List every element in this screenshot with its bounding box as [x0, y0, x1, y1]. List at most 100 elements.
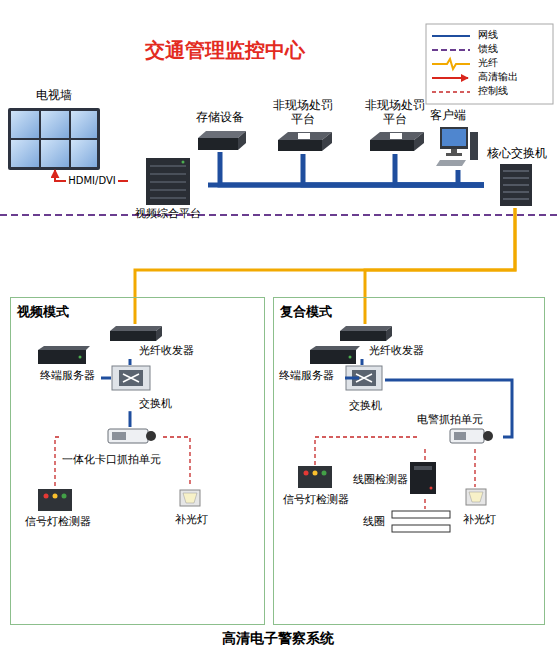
tv-wall-icon — [8, 108, 100, 170]
transceiver-icon — [340, 326, 392, 331]
transceiver-icon — [156, 326, 162, 341]
cabinet-icon — [150, 174, 186, 175]
bus-connector — [303, 154, 484, 185]
server-icon — [349, 356, 352, 359]
node-label: 存储设备 — [196, 110, 244, 124]
ctrl-connector — [424, 449, 425, 461]
lamp-icon — [469, 492, 483, 502]
tv-wall-icon — [11, 140, 39, 167]
node-label: 电警抓拍单元 — [417, 413, 483, 426]
mode-panel: 复合模式光纤收发器终端服务器交换机电警抓拍单元线圈检测器信号灯检测器补光灯线圈 — [273, 297, 545, 625]
storage-device: 存储设备 — [192, 110, 248, 152]
mode-panel: 视频模式光纤收发器终端服务器交换机一体化卡口抓拍单元信号灯检测器补光灯 — [10, 297, 265, 625]
connectors — [55, 152, 515, 509]
fiber-connector — [365, 208, 515, 324]
computer-icon — [436, 160, 466, 166]
detector-icon — [304, 471, 309, 476]
server-icon — [390, 133, 402, 139]
transceiver-icon — [110, 331, 156, 341]
platform-server: 非现场处罚 平台 — [270, 98, 336, 154]
tv-wall: 电视墙 — [5, 88, 103, 170]
detector-icon — [298, 466, 332, 488]
ctrl-connector — [55, 437, 59, 487]
legend-label: 高清输出 — [478, 71, 518, 83]
legend-label: 网线 — [478, 29, 498, 41]
bus-connector — [220, 152, 484, 185]
coil-icon — [392, 511, 450, 532]
cabinet-icon — [150, 198, 186, 199]
tv-wall-icon — [41, 111, 69, 138]
node-label: 光纤收发器 — [369, 344, 424, 357]
legend-label: 控制线 — [478, 85, 508, 97]
server-icon — [370, 132, 424, 151]
detector-icon — [313, 471, 318, 476]
lamp-icon — [466, 489, 486, 505]
server-icon — [370, 140, 414, 151]
thin-connector — [385, 380, 512, 437]
server-icon — [278, 132, 332, 151]
detector-icon — [53, 494, 58, 499]
legend-box — [432, 49, 470, 51]
thin-connector — [345, 377, 359, 380]
legend-box — [432, 35, 470, 37]
core-switch: 核心交换机 — [484, 146, 550, 208]
camera-icon — [108, 429, 156, 443]
legend-box — [426, 24, 553, 104]
detector-icon — [38, 489, 72, 511]
node-label: 补光灯 — [175, 513, 208, 526]
detector-icon — [322, 471, 327, 476]
node-label: 非现场处罚 平台 — [272, 98, 334, 127]
network-switch: 交换机 — [111, 365, 175, 411]
coil-icon — [392, 525, 450, 532]
terminal-server: 终端服务器 — [279, 344, 359, 384]
camera-icon — [108, 429, 148, 443]
rack-icon — [503, 171, 529, 172]
divider-line — [0, 214, 557, 216]
node-label: 线圈 — [363, 515, 385, 528]
server-icon — [38, 346, 90, 350]
lamp-icon — [180, 490, 200, 506]
switch-icon — [112, 366, 150, 390]
panel-heading: 视频模式 — [17, 304, 69, 320]
switch-icon — [119, 370, 143, 386]
camera-icon — [454, 432, 466, 440]
transceiver-icon — [340, 331, 386, 341]
node-label: 交换机 — [349, 399, 382, 412]
client-pc: 客户端 — [430, 108, 480, 170]
bus-connector — [458, 170, 484, 185]
thin-connector — [101, 377, 111, 380]
legend-label: 光纤 — [478, 57, 498, 69]
loop-detector-icon — [414, 466, 432, 470]
lamp-icon — [183, 493, 197, 503]
server-icon — [38, 350, 86, 364]
ctrl-connector — [315, 437, 417, 465]
detector-icon — [62, 494, 67, 499]
capture-unit: 一体化卡口抓拍单元 — [59, 427, 163, 469]
ctrl-connector — [474, 449, 475, 487]
transceiver-icon — [386, 326, 392, 341]
detector-icon — [44, 494, 49, 499]
bus-connector — [395, 154, 484, 185]
node-label: 终端服务器 — [279, 369, 334, 382]
legend-box — [432, 59, 470, 69]
camera-icon — [112, 432, 126, 440]
cabinet-icon — [150, 166, 186, 198]
node-label: 光纤收发器 — [139, 344, 194, 357]
computer-icon — [436, 127, 478, 166]
induction-coil: 线圈 — [363, 509, 453, 537]
switch-icon — [346, 366, 382, 390]
loop-detector-icon — [430, 487, 433, 490]
computer-icon — [451, 149, 457, 153]
server-icon — [322, 132, 332, 151]
tv-wall-icon — [41, 140, 69, 167]
lamp-icon — [180, 490, 200, 506]
rack-icon — [503, 178, 529, 179]
fill-light: 补光灯 — [457, 487, 501, 527]
camera-icon — [483, 431, 493, 441]
rack-icon — [503, 185, 529, 186]
legend-box — [426, 24, 553, 104]
tv-wall-icon — [8, 108, 100, 170]
thin-connector — [361, 359, 364, 365]
node-label: 核心交换机 — [487, 146, 547, 160]
rack-icon — [503, 171, 529, 199]
